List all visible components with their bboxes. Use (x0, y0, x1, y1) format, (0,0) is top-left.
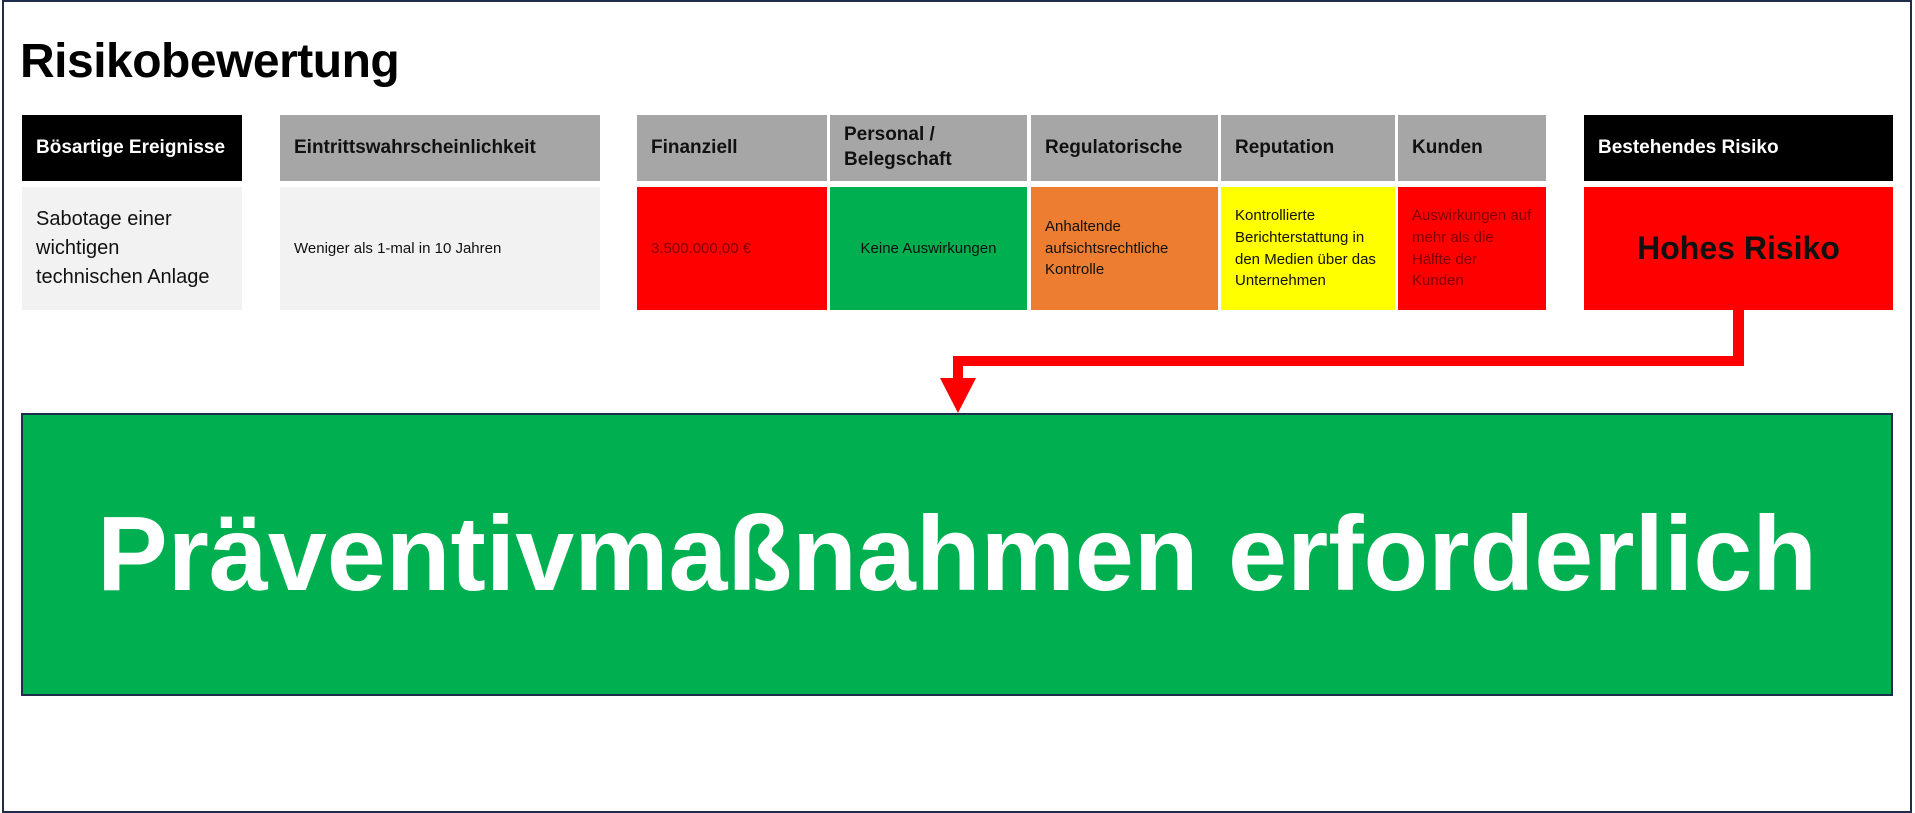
cell-event: Sabotage einer wichtigen technischen Anl… (22, 187, 242, 310)
header-regulatory: Regulatorische (1031, 115, 1218, 181)
cell-reputation: Kontrollierte Berichterstattung in den M… (1221, 187, 1395, 310)
header-existing-risk: Bestehendes Risiko (1584, 115, 1893, 181)
cell-financial: 3.500.000,00 € (637, 187, 827, 310)
header-personnel: Personal / Belegschaft (830, 115, 1027, 181)
arrow-segment-drop (953, 356, 963, 382)
cell-probability: Weniger als 1-mal in 10 Jahren (280, 187, 600, 310)
cell-regulatory: Anhaltende aufsichtsrechtliche Kontrolle (1031, 187, 1218, 310)
cell-existing-risk: Hohes Risiko (1584, 187, 1893, 310)
arrow-head-icon (940, 378, 976, 413)
result-banner: Präventivmaßnahmen erforderlich (21, 413, 1893, 696)
page-title: Risikobewertung (20, 35, 400, 88)
cell-customers: Auswirkungen auf mehr als die Hälfte der… (1398, 187, 1546, 310)
arrow-segment-horizontal (953, 356, 1744, 366)
arrow-segment-down (1733, 310, 1744, 366)
header-customers: Kunden (1398, 115, 1546, 181)
header-probability: Eintrittswahrscheinlichkeit (280, 115, 600, 181)
cell-personnel: Keine Auswirkungen (830, 187, 1027, 310)
header-financial: Finanziell (637, 115, 827, 181)
header-event: Bösartige Ereignisse (22, 115, 242, 181)
header-reputation: Reputation (1221, 115, 1395, 181)
